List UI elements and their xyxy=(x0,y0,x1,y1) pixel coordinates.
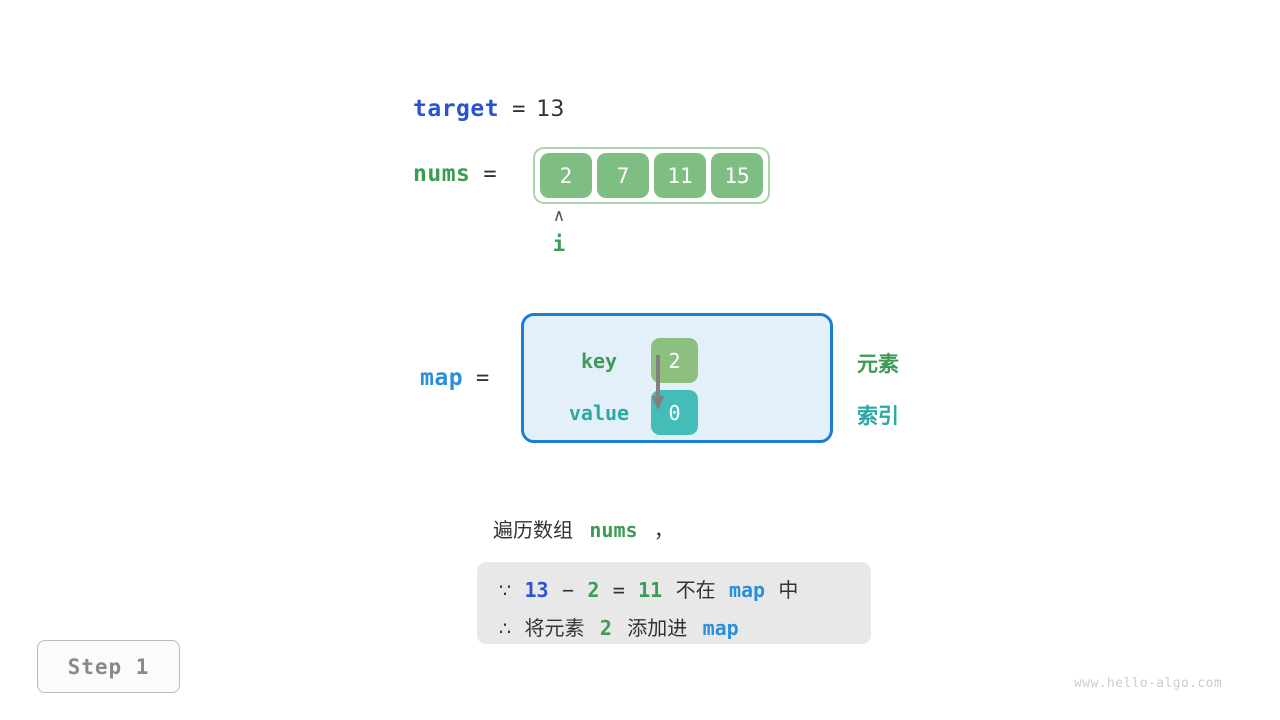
description-keyword-nums: nums xyxy=(589,518,638,542)
therefore-symbol-icon: ∴ xyxy=(499,618,512,640)
target-value: 13 xyxy=(536,96,565,122)
map-key-cell: 2 xyxy=(651,338,698,383)
index-pointer-label: i xyxy=(552,232,566,256)
annotation-element: 元素 xyxy=(857,352,899,376)
array-cell: 7 xyxy=(597,153,649,198)
reason-complement-value: 11 xyxy=(638,578,663,602)
target-variable-label: target xyxy=(413,96,500,122)
description-line: 遍历数组 nums ， xyxy=(493,514,674,543)
map-assignment-row: map = xyxy=(420,362,500,394)
reasoning-box: ∵ 13 − 2 = 11 不在 map 中 ∴ 将元素 2 添加进 map xyxy=(477,562,871,644)
reasoning-line-because: ∵ 13 − 2 = 11 不在 map 中 xyxy=(499,572,849,610)
reason-current-element: 2 xyxy=(587,578,600,602)
because-symbol-icon: ∵ xyxy=(499,580,512,602)
reason-not-in-text: 不在 xyxy=(675,578,716,602)
map-value-label: value xyxy=(568,400,630,425)
nums-array-container: 2 7 11 15 xyxy=(533,147,770,204)
reason-map-keyword: map xyxy=(728,578,766,602)
annotation-index: 索引 xyxy=(857,404,899,428)
reason-action-map-keyword: map xyxy=(702,616,739,640)
nums-variable-label: nums xyxy=(413,161,471,187)
map-value-cell: 0 xyxy=(651,390,698,435)
target-assignment-row: target = 13 xyxy=(413,93,564,125)
caret-up-icon: ∧ xyxy=(552,206,566,226)
reason-action-head: 将元素 xyxy=(524,616,585,640)
map-key-label: key xyxy=(580,348,618,373)
target-equals-sign: = xyxy=(512,96,526,122)
array-cell: 15 xyxy=(711,153,763,198)
reason-in-suffix: 中 xyxy=(778,578,799,602)
map-side-annotations: 元素 索引 xyxy=(857,338,927,442)
reasoning-line-therefore: ∴ 将元素 2 添加进 map xyxy=(499,610,849,648)
index-pointer-group: ∧ i xyxy=(533,206,585,256)
nums-equals-sign: = xyxy=(483,161,497,187)
reason-equals-sign: = xyxy=(612,578,625,602)
array-cell: 2 xyxy=(540,153,592,198)
map-key-row: key 2 xyxy=(555,338,698,383)
reason-action-mid: 添加进 xyxy=(627,616,688,640)
map-variable-label: map xyxy=(420,365,464,391)
watermark: www.hello-algo.com xyxy=(1074,676,1223,691)
map-value-row: value 0 xyxy=(555,390,698,435)
nums-assignment-row: nums = xyxy=(413,158,508,190)
step-badge: Step 1 xyxy=(37,640,180,693)
reason-target-value: 13 xyxy=(524,578,549,602)
map-equals-sign: = xyxy=(476,365,490,391)
map-container: key 2 value 0 xyxy=(521,313,833,443)
description-prefix: 遍历数组 xyxy=(493,518,573,542)
array-cell: 11 xyxy=(654,153,706,198)
reason-added-element: 2 xyxy=(599,616,612,640)
description-suffix: ， xyxy=(653,518,674,542)
reason-minus-sign: − xyxy=(561,578,574,602)
